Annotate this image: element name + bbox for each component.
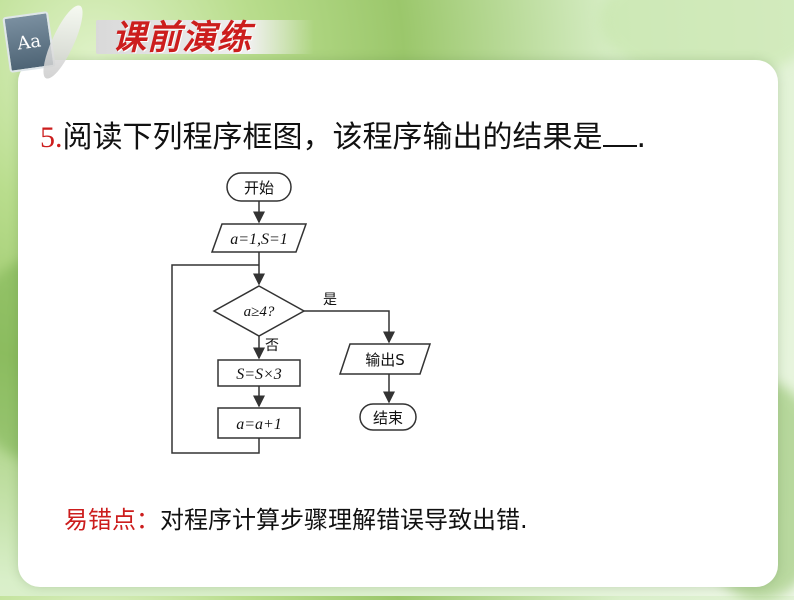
error-note-text: 对程序计算步骤理解错误导致出错. (160, 506, 528, 534)
output-label: 输出S (365, 351, 405, 369)
end-label: 结束 (373, 409, 403, 427)
question-number: 5. (40, 121, 63, 154)
error-note: 易错点：对程序计算步骤理解错误导致出错. (64, 500, 528, 535)
answer-blank (602, 119, 637, 147)
page-title: 课前演练 (112, 18, 252, 58)
header-band (96, 20, 314, 54)
question: 5.阅读下列程序框图，该程序输出的结果是. (40, 112, 646, 156)
question-text: 阅读下列程序框图，该程序输出的结果是 (62, 120, 603, 155)
error-note-label: 易错点： (64, 506, 160, 534)
question-end: . (636, 120, 647, 155)
decision-label: a≥4? (244, 304, 275, 320)
start-label: 开始 (244, 179, 274, 197)
init-label: a=1,S=1 (230, 231, 288, 248)
yes-label: 是 (323, 292, 337, 308)
no-label: 否 (265, 338, 279, 354)
process-box-increment (217, 407, 301, 439)
init-io-box (210, 223, 308, 253)
increment-label: a=a+1 (236, 416, 282, 433)
end-terminal (359, 403, 417, 431)
output-io-box (338, 343, 432, 375)
multiply-label: S=S×3 (236, 366, 282, 383)
content-card (18, 60, 778, 587)
